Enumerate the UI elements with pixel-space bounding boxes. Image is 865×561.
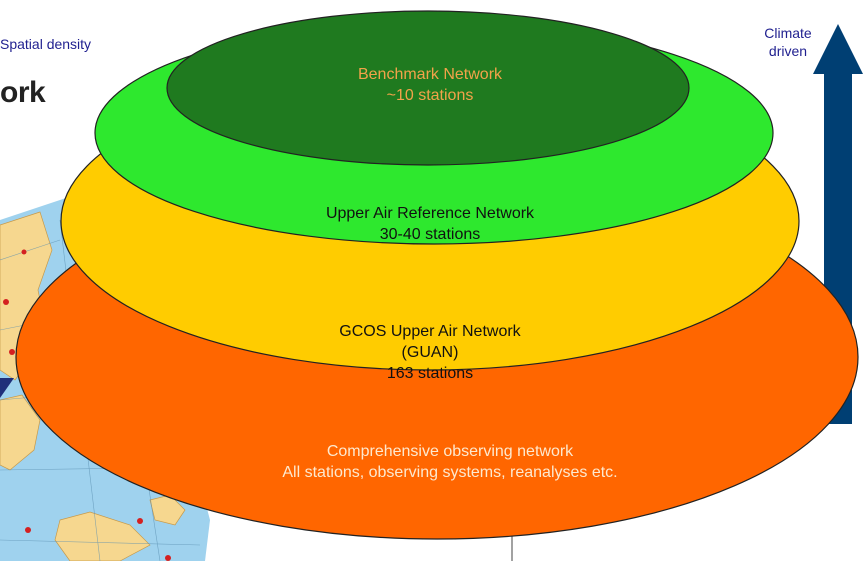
spatial-density-label: Spatial density bbox=[0, 36, 92, 52]
climate-driven-label: Climate driven bbox=[752, 24, 824, 60]
comprehensive-network-count: All stations, observing systems, reanaly… bbox=[282, 464, 618, 481]
benchmark-network-label: Benchmark Network ~10 stations bbox=[250, 64, 610, 106]
climate-label-line1: Climate bbox=[764, 25, 812, 41]
guan-network-abbr: (GUAN) bbox=[401, 344, 459, 361]
slide-title-fragment: ork bbox=[0, 76, 46, 109]
guan-network-count: 163 stations bbox=[386, 365, 474, 382]
reference-network-label: Upper Air Reference Network 30-40 statio… bbox=[250, 203, 610, 245]
comprehensive-network-label: Comprehensive observing network All stat… bbox=[180, 441, 720, 483]
benchmark-network-ellipse bbox=[166, 10, 690, 166]
climate-label-line2: driven bbox=[768, 43, 808, 59]
reference-network-name: Upper Air Reference Network bbox=[325, 205, 535, 222]
reference-network-count: 30-40 stations bbox=[379, 226, 481, 243]
guan-network-label: GCOS Upper Air Network (GUAN) 163 statio… bbox=[250, 321, 610, 384]
guan-network-name: GCOS Upper Air Network bbox=[339, 323, 521, 340]
benchmark-network-count: ~10 stations bbox=[386, 87, 474, 104]
comprehensive-network-name: Comprehensive observing network bbox=[326, 443, 574, 460]
benchmark-network-name: Benchmark Network bbox=[357, 66, 503, 83]
